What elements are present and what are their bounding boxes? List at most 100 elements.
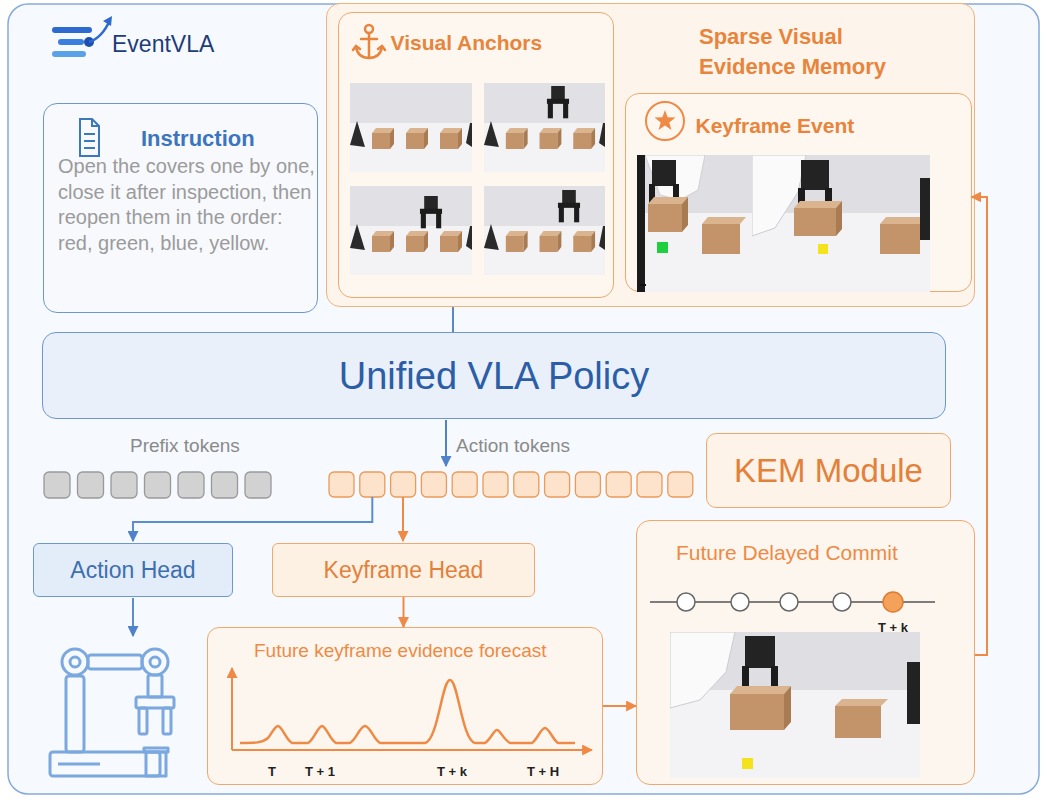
token-row-part <box>245 472 271 498</box>
token-row-part <box>391 472 416 497</box>
keyframe-image-part <box>752 155 930 292</box>
anchor-icon-part <box>361 38 377 41</box>
commit-image-part <box>907 662 920 724</box>
token-row-part <box>78 472 104 498</box>
commit-panel: Future Delayed Commit <box>636 520 975 785</box>
heading-text: Sparse Visual Evidence Memory <box>699 22 914 82</box>
commit-timeline-part <box>833 593 851 611</box>
heading-text: Future Delayed Commit <box>676 540 898 565</box>
anchor-icon-part <box>365 25 373 33</box>
axis-tick: T + 1 <box>280 764 360 780</box>
token-row-part <box>483 472 508 497</box>
robot-arm-icon-part <box>70 657 80 667</box>
logo-icon-part <box>89 20 110 42</box>
token-row-part <box>44 472 70 498</box>
token-row-part <box>452 472 477 497</box>
process-box: Keyframe Head <box>272 543 535 597</box>
keyframe-image-part <box>794 201 842 208</box>
token-label: Prefix tokens <box>130 434 240 458</box>
body-text: Open the covers one by one, close it aft… <box>58 154 316 256</box>
memory-group: Sparse Visual Evidence MemoryVisual Anch… <box>326 3 975 307</box>
connector-line <box>452 307 454 332</box>
connector-line <box>403 597 405 627</box>
token-arrows-part <box>445 420 447 466</box>
logo-icon-part <box>58 39 84 45</box>
timeline-tick: T + k <box>853 620 933 636</box>
keyframe-image <box>752 155 930 292</box>
robot-arm-icon <box>50 649 174 776</box>
keyframe-image-part <box>637 155 773 213</box>
logo-icon <box>52 16 112 57</box>
star-icon-part <box>646 102 684 140</box>
keyframe-image-part <box>702 224 740 254</box>
commit-image-part <box>670 632 920 778</box>
token-row-part <box>606 472 631 497</box>
token-row-part <box>212 472 238 498</box>
keyframe-image-part <box>818 244 828 254</box>
policy-box: Unified VLA Policy <box>42 332 946 419</box>
token-row <box>44 472 693 498</box>
logo-text: EventVLA <box>112 30 214 59</box>
keyframe-image-part <box>649 184 655 206</box>
keyframe-image-part <box>794 208 836 236</box>
anchor-icon-part <box>368 33 371 57</box>
keyframe-image-part <box>825 188 832 212</box>
token-arrows-part <box>132 598 134 636</box>
keyframe-image-part <box>752 155 806 236</box>
token-row-part <box>421 472 446 497</box>
commit-timeline-part <box>650 601 935 603</box>
commit-image-part <box>745 636 775 668</box>
connector-line <box>603 705 636 707</box>
keyframe-image-part <box>682 197 688 232</box>
robot-arm-icon-part <box>50 752 160 776</box>
robot-arm-icon-part <box>163 708 171 734</box>
token-arrows-part <box>133 497 372 541</box>
token-arrows-part <box>402 497 404 541</box>
document-icon-part <box>80 119 99 156</box>
token-row-part <box>668 472 693 497</box>
box-label: Action Head <box>70 556 195 584</box>
token-row-part <box>178 472 204 498</box>
commit-timeline-part <box>780 593 798 611</box>
anchor-icon <box>353 25 385 58</box>
keyframe-image-part <box>652 160 676 186</box>
axis-tick: T + H <box>503 764 583 780</box>
token-row-part <box>111 472 137 498</box>
token-row-part <box>545 472 570 497</box>
keyframe-image-part <box>752 155 930 213</box>
robot-arm-icon-part <box>144 748 168 752</box>
commit-timeline <box>650 592 935 612</box>
document-icon-part <box>84 134 95 148</box>
keyframe-image-part <box>798 188 805 212</box>
commit-image-part <box>784 686 791 730</box>
commit-timeline-part <box>677 593 695 611</box>
robot-arm-icon-part <box>146 752 166 776</box>
star-icon-part <box>655 110 676 130</box>
box-label: Keyframe Head <box>324 556 484 584</box>
robot-arm-icon-part <box>88 655 142 669</box>
commit-image-part <box>771 666 778 692</box>
keyframe-image-part <box>801 160 829 190</box>
token-row-part <box>637 472 662 497</box>
scene-thumbnails-part <box>420 196 442 228</box>
token-row-part <box>514 472 539 497</box>
keyframe-image <box>637 155 773 292</box>
logo-icon-part <box>52 51 86 57</box>
connector-line <box>972 197 988 655</box>
heading-text: Keyframe Event <box>696 113 855 138</box>
box-label: Unified VLA Policy <box>339 353 650 399</box>
keyframe-image-part <box>645 155 705 200</box>
outer-frame <box>8 4 1039 794</box>
commit-image-part <box>835 699 888 706</box>
forecast-plot <box>232 668 592 750</box>
box-label: KEM Module <box>734 451 923 491</box>
token-row-part <box>360 472 385 497</box>
keyframe-image-part <box>880 224 920 254</box>
scene-thumbnails <box>350 83 605 275</box>
anchor-icon-part <box>353 46 385 50</box>
keyframe-image-part <box>637 155 773 292</box>
axis-tick: T <box>232 764 312 780</box>
scene-thumbnails-part <box>350 186 472 275</box>
